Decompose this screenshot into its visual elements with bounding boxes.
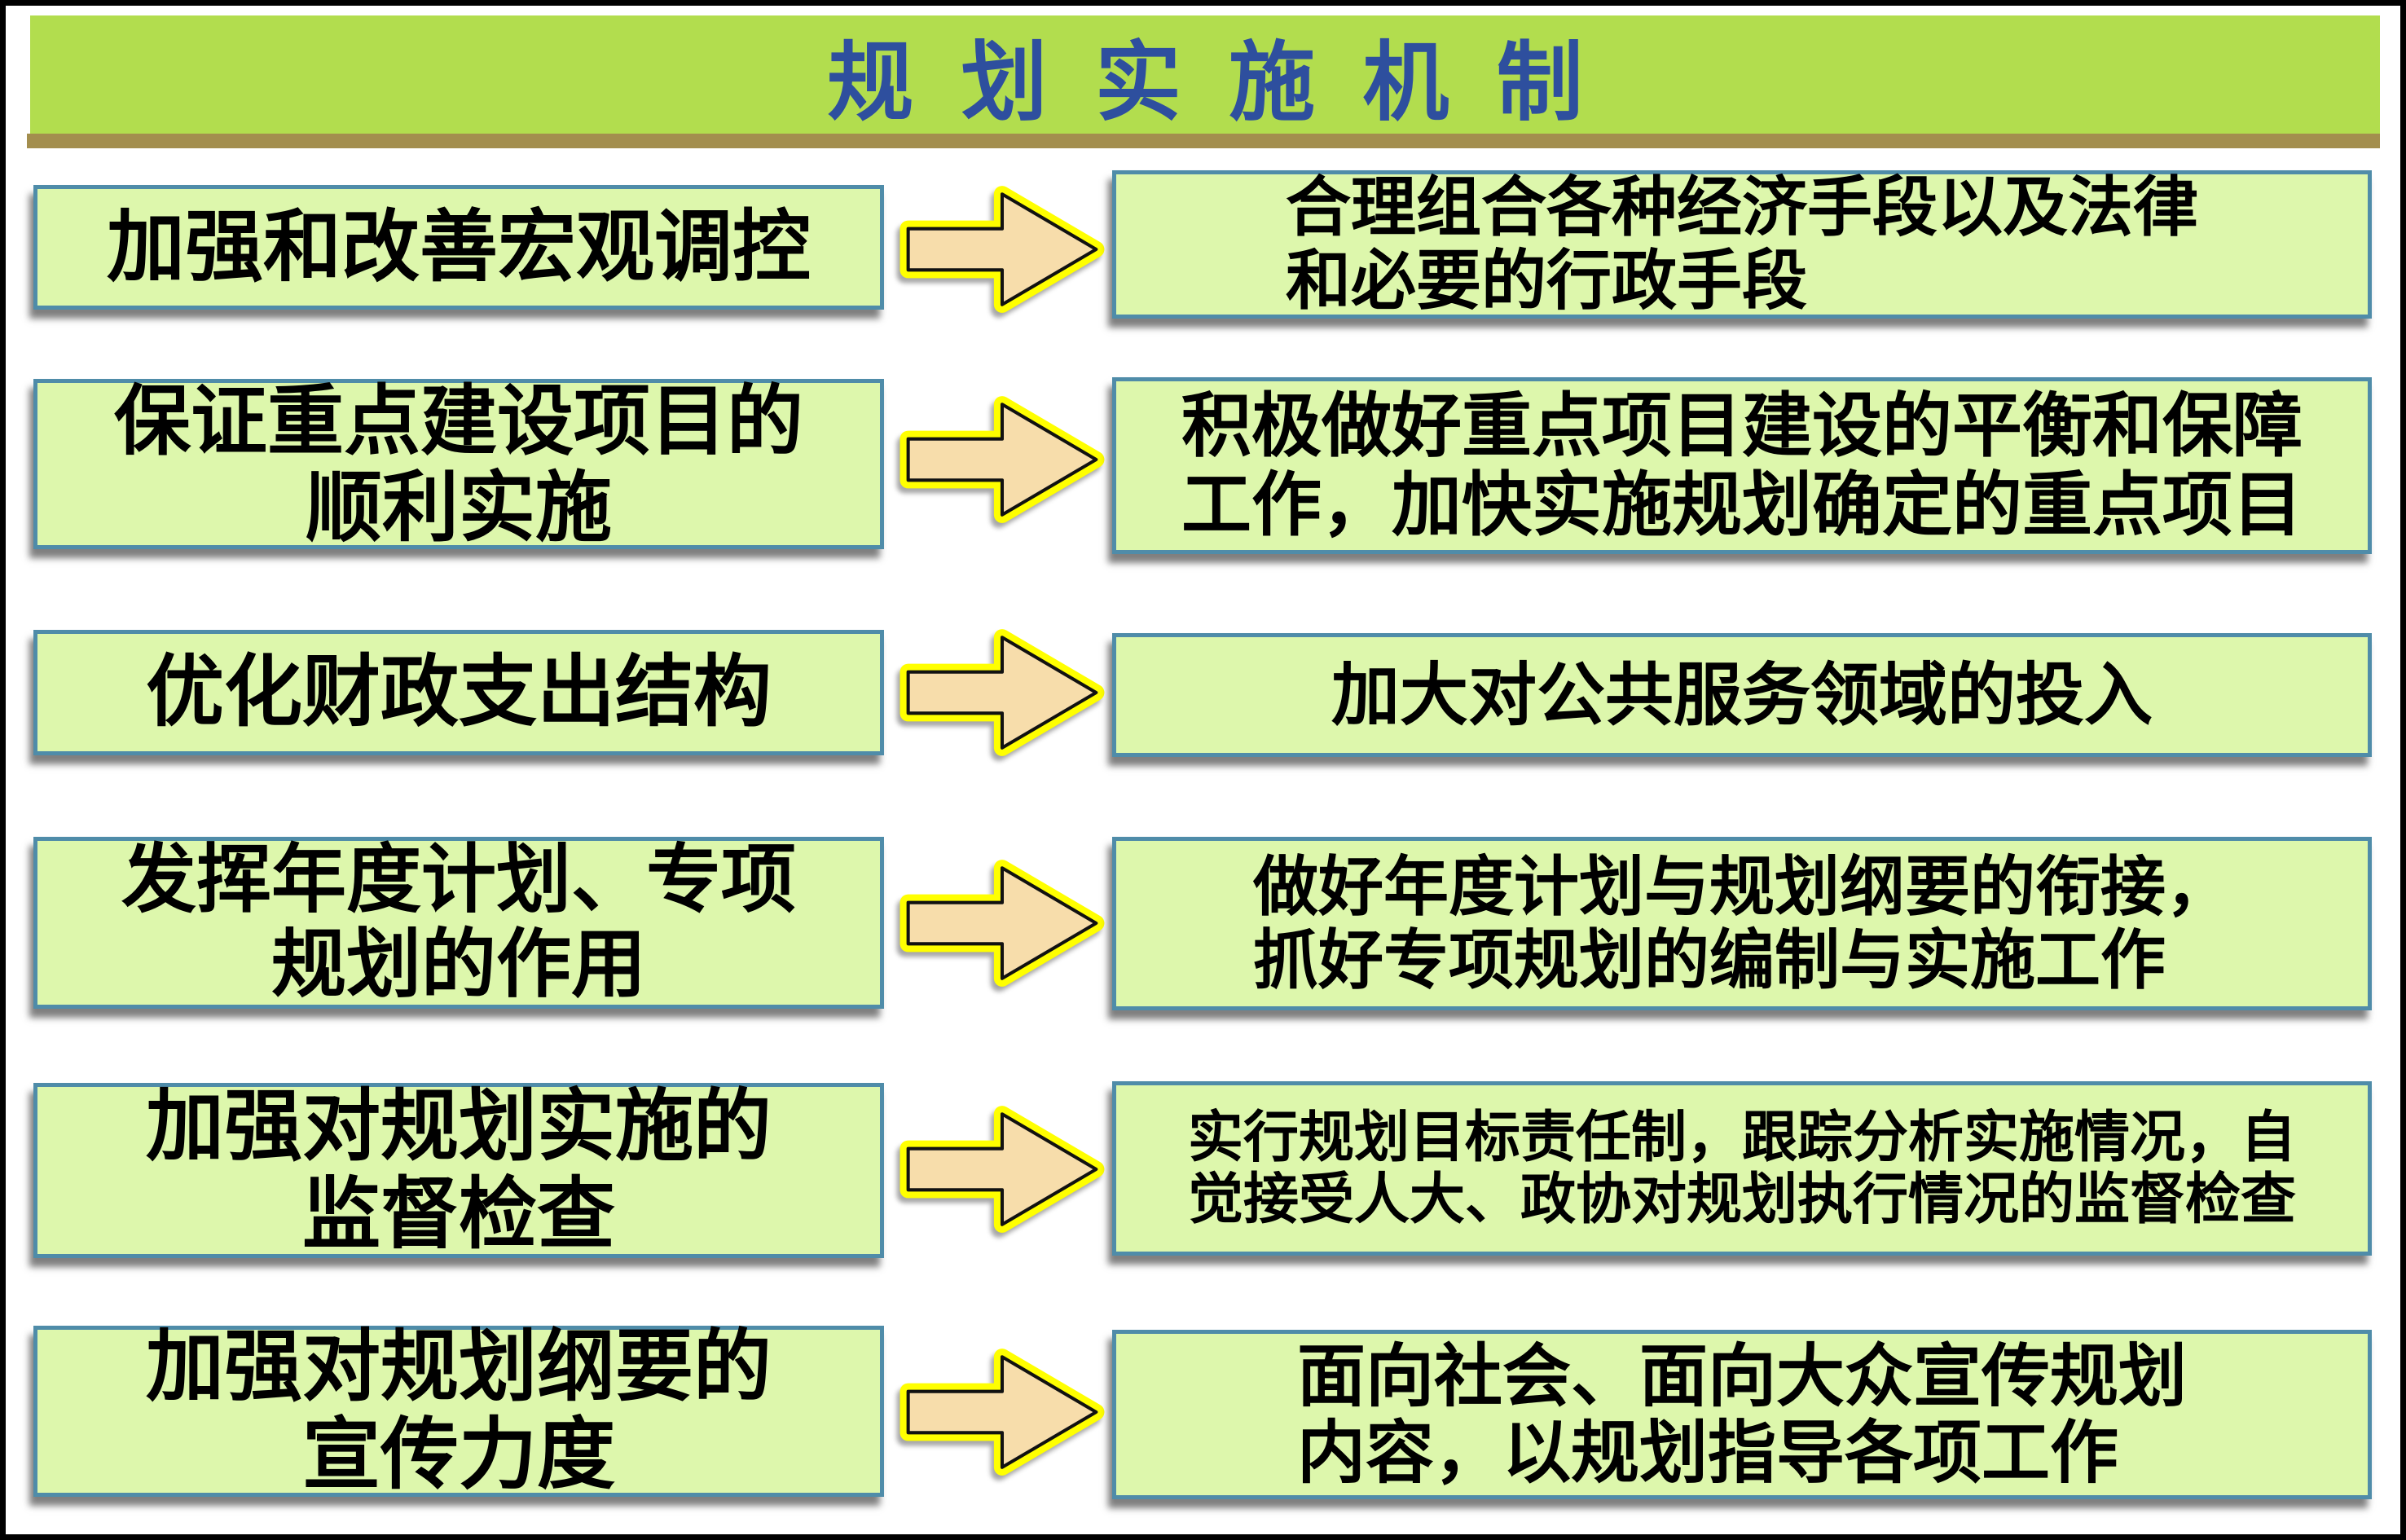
box-line: 觉接受人大、政协对规划执行情况的监督检查 — [1187, 1168, 2296, 1230]
flow-left-box: 保证重点建设项目的 顺利实施 — [33, 378, 884, 550]
box-line: 工作，加快实施规划确定的重点项目 — [1181, 465, 2303, 544]
box-line: 面向社会、面向大众宣传规划 — [1296, 1337, 2187, 1415]
right-arrow-icon — [900, 186, 1105, 313]
page-title: 规划实施机制 — [827, 35, 1631, 131]
box-line: 合理组合各种经济手段以及法律 — [1286, 171, 2198, 244]
flow-right-box: 面向社会、面向大众宣传规划 内容，以规划指导各项工作 — [1112, 1330, 2372, 1499]
box-line: 宣传力度 — [302, 1411, 615, 1498]
flow-left-box: 发挥年度计划、专项 规划的作用 — [33, 837, 884, 1009]
flow-left-box: 加强和改善宏观调控 — [33, 185, 884, 310]
box-line: 做好年度计划与规划纲要的衔接， — [1253, 850, 2231, 923]
right-arrow-icon — [900, 1349, 1105, 1476]
flow-right-box: 做好年度计划与规划纲要的衔接， 抓好专项规划的编制与实施工作 — [1112, 837, 2372, 1010]
box-line: 优化财政支出结构 — [146, 649, 772, 737]
box-line: 内容，以规划指导各项工作 — [1296, 1415, 2118, 1491]
flow-left-box: 优化财政支出结构 — [33, 630, 884, 755]
box-line: 加大对公共服务领域的投入 — [1331, 656, 2153, 733]
right-arrow-icon — [900, 860, 1105, 987]
right-arrow-icon — [900, 629, 1105, 756]
box-line: 发挥年度计划、专项 — [121, 838, 796, 922]
flow-left-box: 加强对规划纲要的 宣传力度 — [33, 1323, 884, 1498]
flow-right-box: 积极做好重点项目建设的平衡和保障 工作，加快实施规划确定的重点项目 — [1112, 377, 2372, 554]
box-line: 规划的作用 — [271, 922, 646, 1006]
box-line: 抓好专项规划的编制与实施工作 — [1253, 923, 2166, 997]
box-line: 保证重点建设项目的 — [113, 378, 803, 464]
flow-right-box: 加大对公共服务领域的投入 — [1112, 633, 2372, 757]
box-line: 加强和改善宏观调控 — [107, 203, 811, 291]
box-line: 监督检查 — [302, 1170, 615, 1258]
box-line: 加强对规划实施的 — [146, 1082, 772, 1170]
flow-right-box: 实行规划目标责任制，跟踪分析实施情况，自 觉接受人大、政协对规划执行情况的监督检… — [1112, 1081, 2372, 1256]
box-line: 和必要的行政手段 — [1286, 244, 1807, 317]
flow-right-box: 合理组合各种经济手段以及法律 和必要的行政手段 — [1112, 170, 2372, 319]
title-banner: 规划实施机制 — [30, 15, 2380, 134]
box-line: 顺利实施 — [305, 464, 612, 550]
box-line: 实行规划目标责任制，跟踪分析实施情况，自 — [1187, 1106, 2296, 1168]
box-line: 加强对规划纲要的 — [146, 1323, 772, 1411]
right-arrow-icon — [900, 1106, 1105, 1233]
title-shadow-bar — [27, 134, 2380, 148]
right-arrow-icon — [900, 396, 1105, 523]
flow-left-box: 加强对规划实施的 监督检查 — [33, 1083, 884, 1258]
box-line: 积极做好重点项目建设的平衡和保障 — [1181, 387, 2303, 466]
